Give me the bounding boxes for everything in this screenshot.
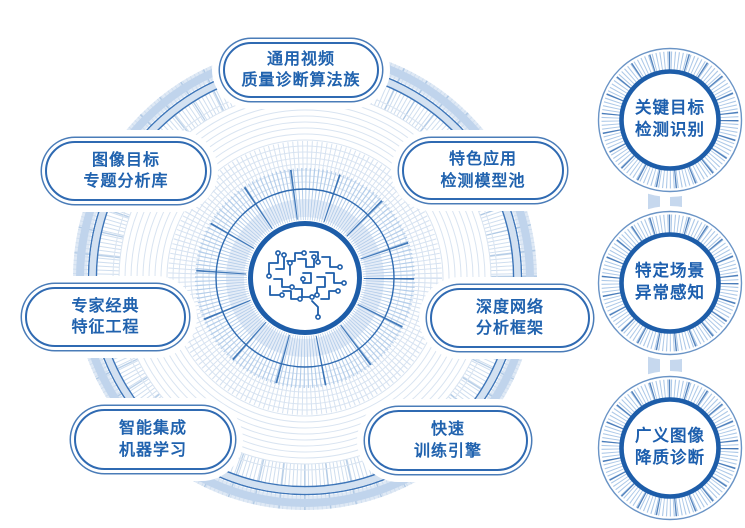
circle-label-line: 广义图像 (635, 427, 705, 445)
pill-label-line: 快速 (430, 421, 465, 439)
side-circle-rings-2 (593, 206, 745, 360)
side-circle-rings-1 (593, 43, 745, 197)
pill-label-line: 图像目标 (91, 151, 160, 169)
pill-label-line: 训练引擎 (413, 442, 482, 460)
pill-label-line: 检测模型池 (440, 172, 526, 190)
circle-label-line: 特定场景 (635, 262, 705, 280)
pill-label-line: 深度网络 (475, 298, 544, 316)
side-chain (593, 43, 745, 525)
side-circle-rings-3 (593, 371, 745, 525)
pill-label-line: 专题分析库 (83, 173, 169, 190)
pill-label-line: 特色应用 (448, 151, 517, 169)
pill-label-line: 智能集成 (118, 420, 187, 438)
pill-label-line: 特征工程 (71, 319, 140, 336)
pill-label-line: 分析框架 (475, 320, 544, 337)
pill-bottom-left: 智能集成 机器学习 (74, 409, 232, 470)
circle-label-line: 关键目标 (635, 99, 705, 117)
pill-top: 通用视频 质量诊断算法族 (223, 42, 379, 98)
pill-label-line: 专家经典 (71, 297, 140, 315)
circuit-brain-icon (266, 250, 347, 320)
pill-upper-right: 特色应用 检测模型池 (402, 141, 564, 200)
pill-left: 专家经典 特征工程 (25, 287, 186, 347)
side-circle-1: 关键目标 检测识别 (605, 98, 735, 142)
circle-label-line: 检测识别 (635, 120, 705, 139)
pill-right: 深度网络 分析框架 (430, 288, 590, 348)
side-circle-3: 广义图像 降质诊断 (605, 426, 735, 470)
pill-bottom-right: 快速 训练引擎 (368, 410, 528, 471)
pill-label-line: 机器学习 (118, 441, 187, 459)
pill-upper-left: 图像目标 专题分析库 (45, 141, 207, 201)
side-circle-2: 特定场景 异常感知 (605, 261, 735, 305)
pill-label-line: 通用视频 (266, 50, 335, 68)
pill-label-line: 质量诊断算法族 (241, 72, 361, 89)
circle-label-line: 降质诊断 (635, 448, 705, 467)
circle-label-line: 异常感知 (635, 283, 705, 302)
